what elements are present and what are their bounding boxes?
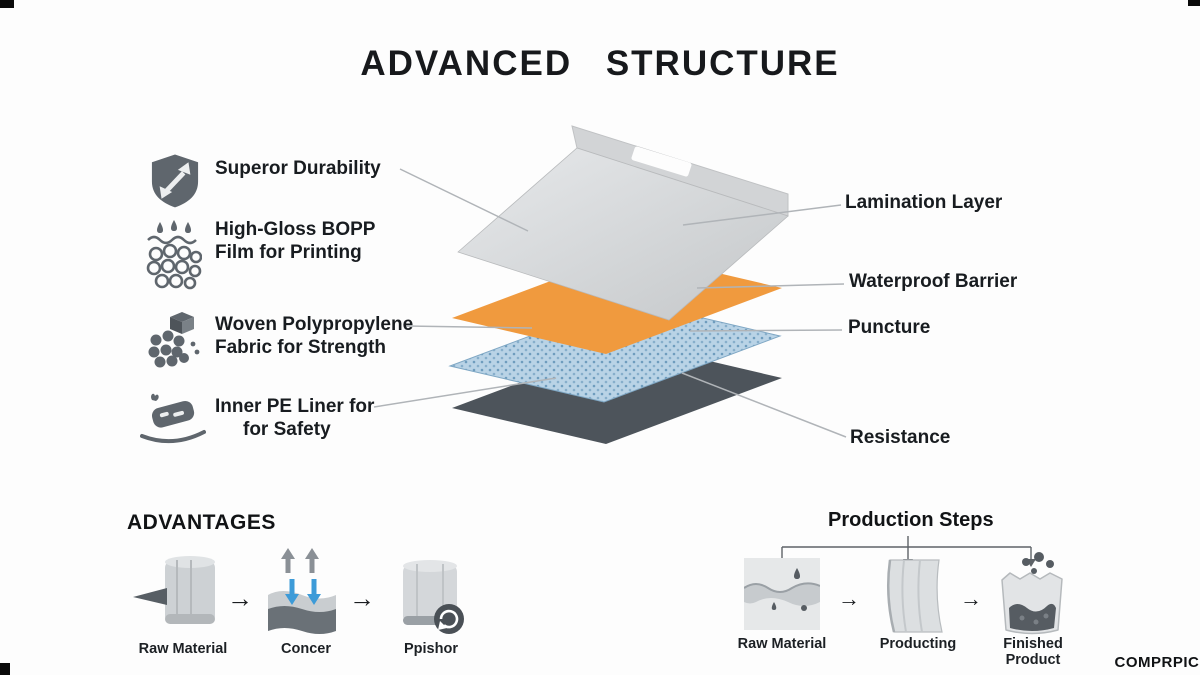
production-step-label: Raw Material <box>737 636 827 652</box>
advantage-step-label: Raw Material <box>138 641 228 657</box>
page-title: ADVANCED STRUCTURE <box>360 44 840 83</box>
arrow-right-icon: → <box>838 586 860 611</box>
press-layers-icon <box>262 545 342 637</box>
finish-roll-icon <box>385 558 475 640</box>
woven-fabric-layer-shape <box>448 299 782 403</box>
label-resistance: Resistance <box>850 427 951 448</box>
corner-mark <box>1188 0 1200 6</box>
feature-bopp: High-Gloss BOPP Film for Printing <box>215 218 375 264</box>
bag-handle-cutout <box>631 146 692 177</box>
feature-durability: Superor Durability <box>215 157 381 180</box>
corner-mark <box>0 663 10 675</box>
finished-product-bag-icon <box>992 550 1074 636</box>
label-waterproof-barrier: Waterproof Barrier <box>849 271 1018 292</box>
woven-fabric-icon <box>146 310 204 370</box>
feature-woven: Woven Polypropylene Fabric for Strength <box>215 313 413 359</box>
advantages-heading: ADVANTAGES <box>127 511 276 534</box>
lamination-flap-shape <box>571 125 789 217</box>
leader-lines <box>373 168 847 438</box>
waterproof-layer-shape <box>452 252 782 354</box>
feature-liner-line2: for Safety <box>243 419 331 440</box>
producting-sheet-icon <box>876 556 960 636</box>
lamination-sheet-shape <box>457 147 789 321</box>
arrow-right-icon: → <box>349 583 375 613</box>
bopp-film-icon <box>146 220 202 292</box>
pe-liner-icon <box>140 390 206 446</box>
raw-material-image <box>744 558 820 630</box>
production-heading: Production Steps <box>828 509 994 531</box>
advantage-step-label: Concer <box>281 641 331 657</box>
raw-material-roll-icon <box>131 552 223 632</box>
feature-durability-line1: Superor Durability <box>215 158 381 179</box>
inner-liner-layer-shape <box>452 342 782 444</box>
label-lamination-layer: Lamination Layer <box>845 192 1003 213</box>
arrow-right-icon: → <box>960 586 982 611</box>
corner-mark <box>0 0 14 8</box>
feature-liner-line1: Inner PE Liner for <box>215 396 375 417</box>
feature-woven-line2: Fabric for Strength <box>215 337 387 358</box>
feature-bopp-line2: Film for Printing <box>215 242 362 263</box>
production-step-label: Producting <box>879 636 957 652</box>
feature-bopp-line1: High-Gloss BOPP <box>215 219 376 240</box>
feature-liner: Inner PE Liner for for Safety <box>215 395 374 441</box>
feature-woven-line1: Woven Polypropylene <box>215 314 414 335</box>
advantage-step-label: Ppishor <box>404 641 458 657</box>
production-step-label: Finished Product <box>1003 636 1063 668</box>
shield-durability-icon <box>150 152 200 209</box>
watermark-text: COMPRPICI <box>1114 654 1200 671</box>
label-puncture: Puncture <box>848 317 931 338</box>
arrow-right-icon: → <box>227 583 253 613</box>
